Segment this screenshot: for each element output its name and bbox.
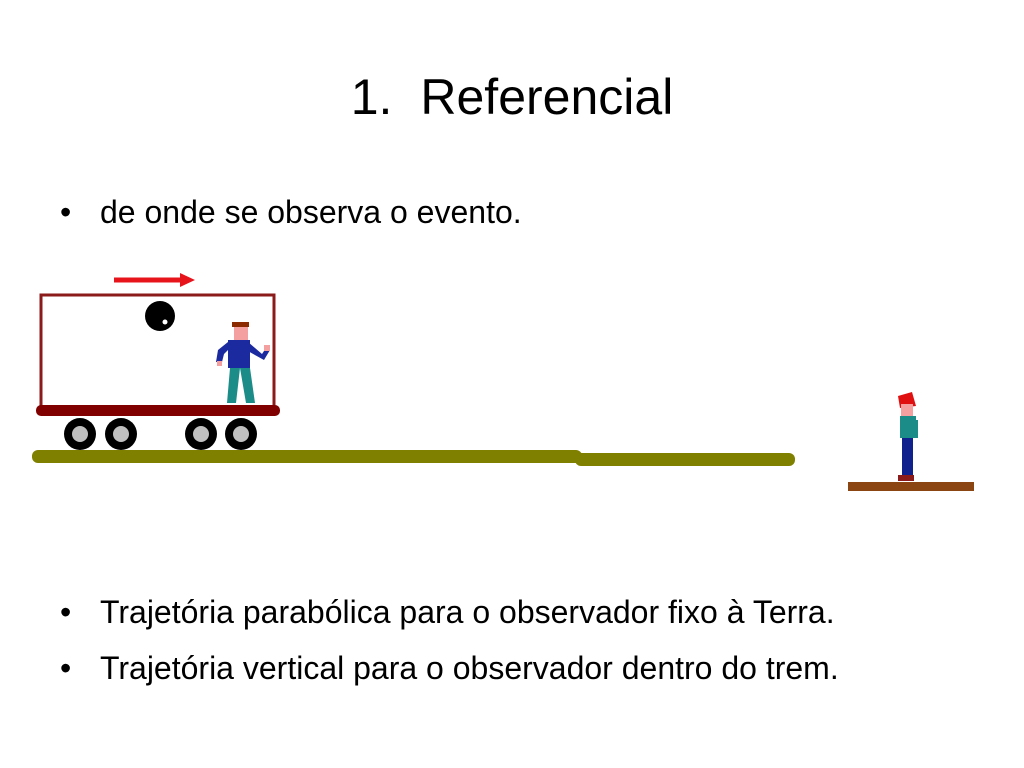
slide-title: 1. Referencial	[0, 62, 1024, 132]
bullet-item: • de onde se observa o evento.	[58, 184, 522, 240]
ball-icon	[145, 301, 175, 331]
bullet-text: Trajetória vertical para o observador de…	[100, 650, 839, 686]
train-car-floor	[36, 405, 280, 416]
train-observer-figure	[216, 322, 270, 403]
bullet-icon: •	[60, 650, 72, 686]
bullet-icon: •	[60, 194, 72, 230]
wheels	[64, 418, 257, 450]
title-number: 1.	[350, 69, 393, 125]
bullet-text: de onde se observa o evento.	[100, 194, 522, 230]
bullet-text: Trajetória parabólica para o observador …	[100, 594, 835, 630]
title-text: Referencial	[420, 69, 674, 125]
motion-arrow-icon	[114, 273, 195, 287]
definition-list: • de onde se observa o evento.	[58, 184, 522, 240]
track	[32, 450, 795, 466]
bullet-item: • Trajetória parabólica para o observado…	[58, 584, 839, 640]
bullet-item: • Trajetória vertical para o observador …	[58, 640, 839, 696]
ground-platform	[848, 482, 974, 491]
ground-observer-figure	[898, 392, 918, 481]
train-illustration	[32, 273, 974, 491]
conclusion-list: • Trajetória parabólica para o observado…	[58, 584, 839, 696]
bullet-icon: •	[60, 594, 72, 630]
